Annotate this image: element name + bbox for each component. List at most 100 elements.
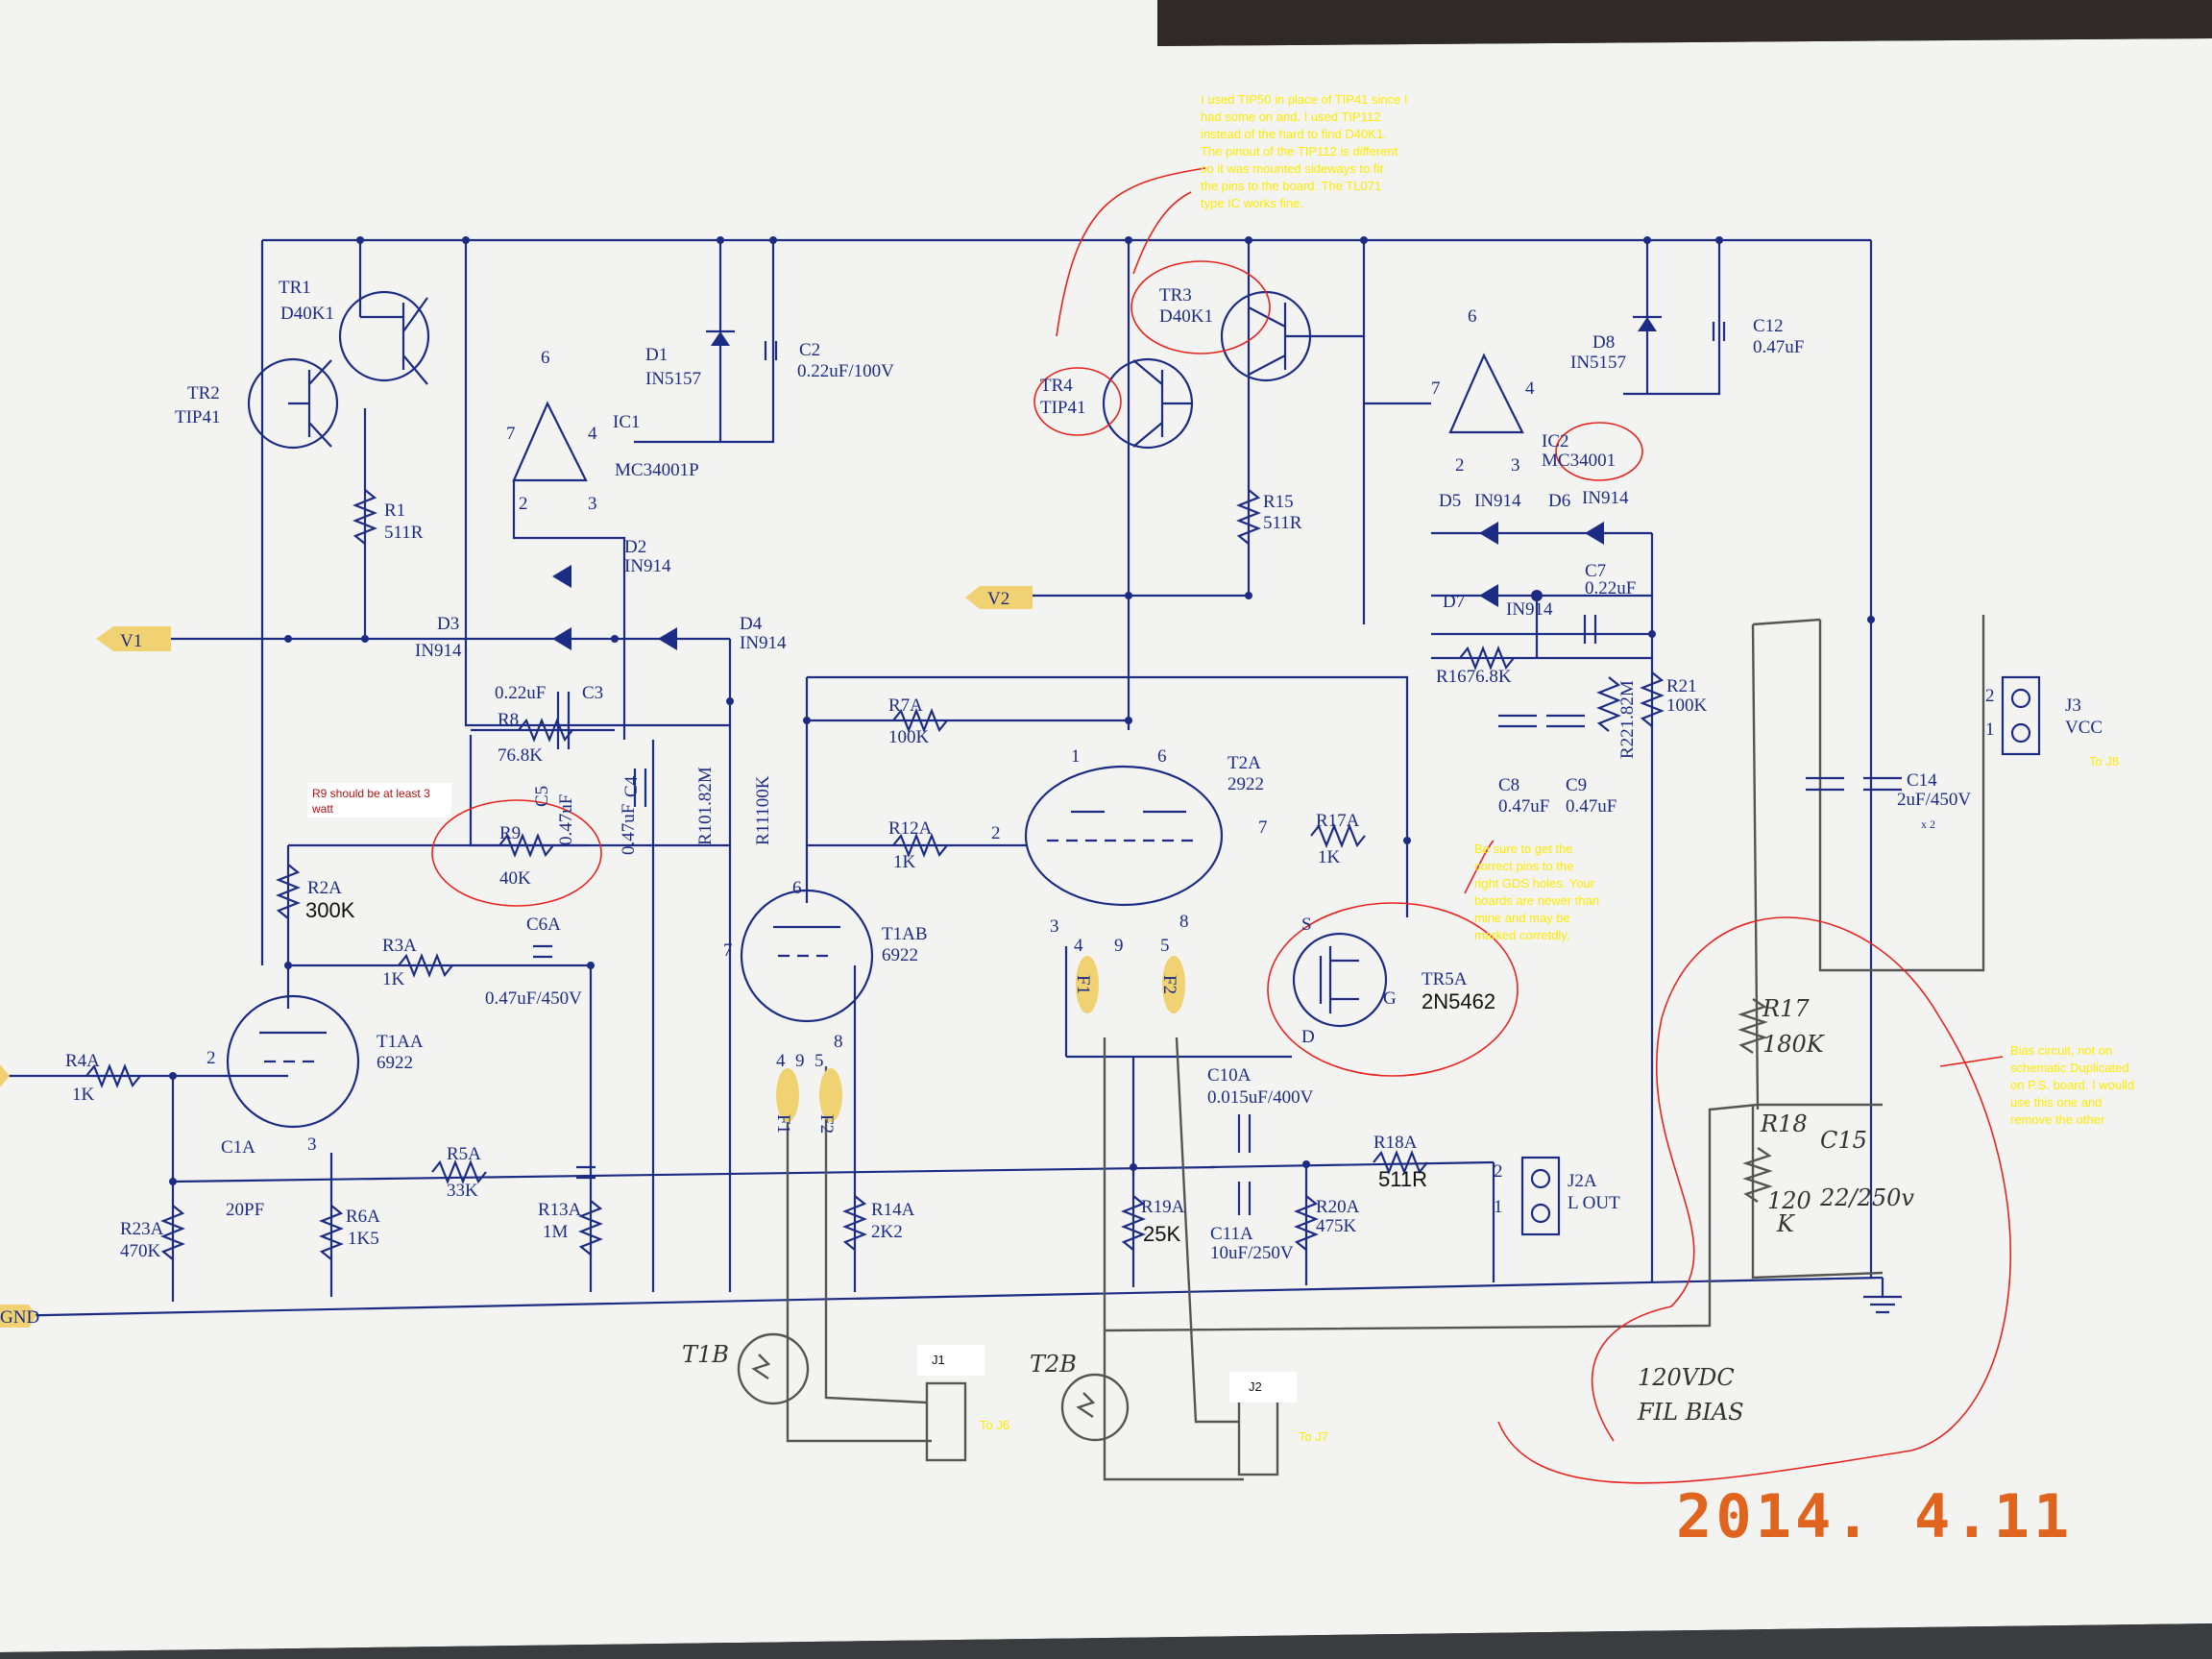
r11-label: R11100K: [753, 775, 773, 845]
junction-dots: [169, 236, 1875, 1185]
c6a-value: 0.47uF/450V: [485, 988, 582, 1009]
svg-text:2: 2: [991, 823, 1001, 843]
r15-label: R15: [1263, 492, 1294, 512]
svg-text:4: 4: [588, 424, 597, 444]
r12a-value: 1K: [893, 852, 916, 872]
j3-value: VCC: [2065, 718, 2103, 738]
tr2-part: TIP41: [175, 407, 221, 427]
r5a-value: 33K: [447, 1181, 478, 1201]
t1ab-label: T1AB: [882, 924, 928, 944]
r7a-label: R7A: [888, 695, 923, 716]
tr2-transistor-symbol: [247, 357, 339, 450]
r22-label: R221.82M: [1617, 680, 1638, 759]
r4a-label: R4A: [65, 1051, 100, 1071]
input-net-tag: [0, 1064, 10, 1087]
svg-text:7: 7: [506, 424, 516, 444]
r18a-value: 511R: [1378, 1167, 1427, 1191]
svg-text:3: 3: [1511, 455, 1520, 476]
ic2-opamp-symbol: [1448, 353, 1524, 434]
svg-text:V2: V2: [987, 589, 1009, 609]
c7-label: C7: [1585, 561, 1606, 581]
svg-text:1: 1: [1985, 720, 1995, 740]
photo-date-stamp: 2014. 4.11: [1676, 1481, 2073, 1551]
r12a-label: R12A: [888, 818, 933, 839]
r19a-label: R19A: [1141, 1197, 1185, 1217]
d4-label: D4: [740, 614, 763, 634]
svg-text:6: 6: [1468, 306, 1477, 327]
c15-value: 22/250v: [1819, 1184, 1914, 1211]
svg-text:the pins to the board. The TL0: the pins to the board. The TL071: [1201, 179, 1381, 193]
c1a-value: 20PF: [226, 1200, 264, 1220]
c10a-value: 0.015uF/400V: [1207, 1087, 1314, 1108]
tr1-transistor-symbol: [338, 290, 430, 385]
c3-label: C3: [582, 683, 603, 703]
resistor-symbols: [85, 489, 1773, 1260]
c12-value: 0.47uF: [1753, 337, 1804, 357]
c11a-label: C11A: [1210, 1224, 1253, 1244]
r23a-label: R23A: [120, 1219, 164, 1239]
svg-text:so it was mounted sideways to: so it was mounted sideways to fit: [1201, 161, 1383, 176]
capacitor-symbols: [533, 322, 1902, 1215]
r3a-label: R3A: [382, 936, 417, 956]
filament-pads: [776, 956, 1185, 1122]
r23a-value: 470K: [120, 1241, 161, 1261]
c14-value: 2uF/450V: [1897, 790, 1971, 810]
t1ab-part: 6922: [882, 945, 918, 965]
ground-symbol: [1863, 1278, 1902, 1314]
svg-text:2: 2: [1455, 455, 1465, 476]
svg-text:2: 2: [1494, 1161, 1503, 1182]
c3-value: 0.22uF: [495, 683, 546, 703]
svg-text:3: 3: [588, 494, 597, 514]
svg-text:2: 2: [207, 1048, 216, 1068]
r18a-label: R18A: [1373, 1133, 1418, 1153]
d6-label: D6: [1548, 491, 1570, 511]
svg-text:J1: J1: [932, 1353, 945, 1367]
d3-label: D3: [437, 614, 459, 634]
svg-text:7: 7: [1431, 378, 1441, 399]
tube-symbols: [226, 765, 1224, 1129]
svg-text:3: 3: [1050, 916, 1059, 937]
svg-text:schematic Duplicated: schematic Duplicated: [2010, 1061, 2129, 1075]
svg-text:V1: V1: [120, 631, 142, 651]
svg-text:4: 4: [1074, 936, 1083, 956]
handwritten-heater-coils: [737, 1332, 1130, 1442]
ic2-label: IC2: [1542, 431, 1569, 451]
d7-part: IN914: [1506, 599, 1553, 620]
svg-text:To J6: To J6: [980, 1418, 1009, 1432]
j3-label: J3: [2065, 695, 2081, 716]
d4-part: IN914: [740, 633, 787, 653]
r6a-label: R6A: [346, 1207, 380, 1227]
tr3-part: D40K1: [1159, 306, 1213, 327]
svg-text:Be sure to get the: Be sure to get the: [1474, 842, 1573, 856]
svg-text:on P.S. board. I woulld: on P.S. board. I woulld: [2010, 1078, 2134, 1092]
handwritten-wiring: [786, 615, 1985, 1481]
r8-label: R8: [498, 710, 519, 730]
tr3-label: TR3: [1159, 285, 1192, 305]
tr4-transistor-symbol: [1102, 357, 1194, 450]
r20a-value: 475K: [1316, 1216, 1357, 1236]
red-annotation-marks: [431, 167, 2011, 1484]
t1aa-part: 6922: [377, 1053, 413, 1073]
c5-value: 0.47uF: [556, 794, 576, 845]
r14a-label: R14A: [871, 1200, 915, 1220]
handwritten-labels: T1B T2B R17 180K R18 120 K C15 22/250v 1…: [682, 995, 1914, 1426]
d1-zener-symbol: [706, 329, 735, 346]
c4-label: C4: [621, 775, 642, 797]
c4-value: 0.47uF: [619, 804, 639, 855]
svg-text:R9 should be at least 3: R9 should be at least 3: [312, 787, 430, 800]
svg-text:9: 9: [1114, 936, 1124, 956]
d1-part: IN5157: [645, 369, 701, 389]
r20a-label: R20A: [1316, 1197, 1360, 1217]
svg-text:I used TIP50 in place of TIP41: I used TIP50 in place of TIP41 since I: [1201, 92, 1408, 107]
tr4-label: TR4: [1040, 376, 1073, 396]
c8-value: 0.47uF: [1498, 796, 1549, 817]
ic2-part: MC34001: [1542, 451, 1616, 471]
tr5a-fet-symbol: [1292, 932, 1388, 1028]
ic1-part: MC34001P: [615, 460, 699, 480]
tr2-label: TR2: [187, 383, 220, 403]
d7-label: D7: [1443, 592, 1465, 612]
jumper-labels: J1 J2 To J6 To J7 To J8: [917, 754, 2119, 1444]
svg-text:boards are newer than: boards are newer than: [1474, 893, 1599, 908]
svg-text:4: 4: [1525, 378, 1535, 399]
svg-text:To J8: To J8: [2089, 754, 2119, 769]
